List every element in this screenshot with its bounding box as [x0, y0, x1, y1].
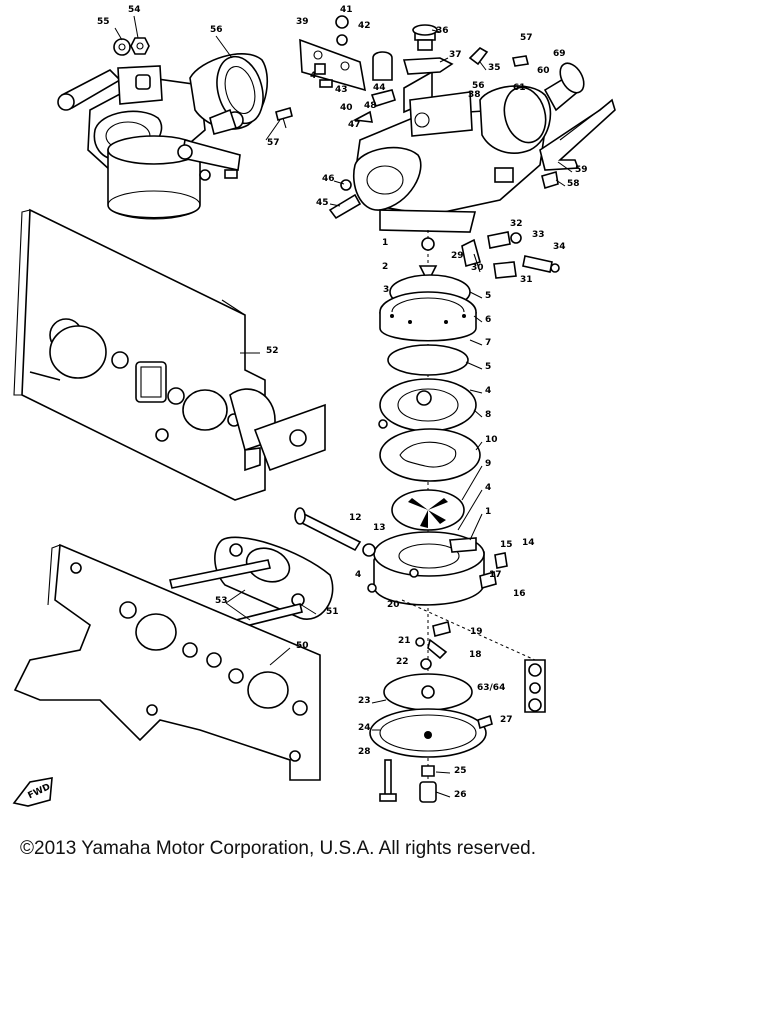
callout-1: 1 — [485, 507, 491, 517]
callout-25: 25 — [454, 766, 467, 776]
callout-15: 15 — [500, 540, 513, 550]
callout-4: 4 — [355, 570, 361, 580]
callout-38: 38 — [468, 90, 481, 100]
fuel-pump-stack — [294, 230, 546, 803]
callout-40: 40 — [340, 103, 353, 113]
nut-and-washer-54-55 — [113, 37, 150, 56]
callout-39: 39 — [296, 17, 309, 27]
callout-18: 18 — [469, 650, 482, 660]
callout-55: 55 — [97, 17, 110, 27]
callout-6: 6 — [485, 315, 491, 325]
callout-19: 19 — [470, 627, 483, 637]
callout-48: 48 — [364, 101, 377, 111]
fittings-29-34 — [461, 231, 560, 279]
callout-42: 42 — [358, 21, 371, 31]
callout-56: 56 — [210, 25, 223, 35]
callout-22: 22 — [396, 657, 409, 667]
callout-30: 30 — [471, 263, 484, 273]
callout-44: 44 — [373, 83, 386, 93]
callout-60: 60 — [537, 66, 550, 76]
callout-58: 58 — [567, 179, 580, 189]
callout-51: 51 — [326, 607, 339, 617]
callout-21: 21 — [398, 636, 411, 646]
callout-4: 4 — [485, 386, 491, 396]
callout-13: 13 — [373, 523, 386, 533]
callout-69: 69 — [553, 49, 566, 59]
callout-5: 5 — [485, 362, 491, 372]
callout-57: 57 — [520, 33, 533, 43]
callout-32: 32 — [510, 219, 523, 229]
callout-41: 41 — [340, 5, 353, 15]
callout-63-64: 63/64 — [477, 683, 505, 693]
callout-56: 56 — [472, 81, 485, 91]
callout-16: 16 — [513, 589, 526, 599]
callout-9: 9 — [485, 459, 491, 469]
callout-24: 24 — [358, 723, 371, 733]
callout-33: 33 — [532, 230, 545, 240]
callout-57: 57 — [267, 138, 280, 148]
callout-53: 53 — [215, 596, 228, 606]
callout-7: 7 — [485, 338, 491, 348]
callout-14: 14 — [522, 538, 535, 548]
callout-37: 37 — [449, 50, 462, 60]
gasket-plate-52 — [13, 208, 326, 501]
callout-17: 17 — [489, 570, 502, 580]
callout-4: 4 — [485, 483, 491, 493]
callout-labels: 5455565739414244340444847363735576960613… — [97, 5, 588, 800]
callout-59: 59 — [575, 165, 588, 175]
callout-45: 45 — [316, 198, 329, 208]
callout-10: 10 — [485, 435, 498, 445]
callout-1: 1 — [382, 238, 388, 248]
callout-5: 5 — [485, 291, 491, 301]
callout-35: 35 — [488, 63, 501, 73]
callout-29: 29 — [451, 251, 464, 261]
left-carburetor — [57, 53, 269, 220]
callout-47: 47 — [348, 120, 361, 130]
right-carburetor — [299, 15, 616, 233]
callout-61: 61 — [513, 83, 526, 93]
callout-31: 31 — [520, 275, 533, 285]
callout-46: 46 — [322, 174, 335, 184]
callout-54: 54 — [128, 5, 141, 15]
callout-36: 36 — [436, 26, 449, 36]
callout-8: 8 — [485, 410, 491, 420]
callout-34: 34 — [553, 242, 566, 252]
front-direction-arrow: FWD — [12, 777, 53, 807]
callout-43: 43 — [335, 85, 348, 95]
callout-26: 26 — [454, 790, 467, 800]
callout-20: 20 — [387, 600, 400, 610]
leader-lines — [114, 15, 573, 798]
callout-4: 4 — [310, 71, 316, 81]
callout-23: 23 — [358, 696, 371, 706]
callout-3: 3 — [383, 285, 389, 295]
callout-50: 50 — [296, 641, 309, 651]
screw-57-left — [275, 107, 293, 129]
gasket-plate-50 — [13, 543, 321, 781]
callout-52: 52 — [266, 346, 279, 356]
copyright-notice: ©2013 Yamaha Motor Corporation, U.S.A. A… — [20, 838, 536, 859]
callout-12: 12 — [349, 513, 362, 523]
callout-28: 28 — [358, 747, 371, 757]
callout-2: 2 — [382, 262, 388, 272]
callout-27: 27 — [500, 715, 513, 725]
